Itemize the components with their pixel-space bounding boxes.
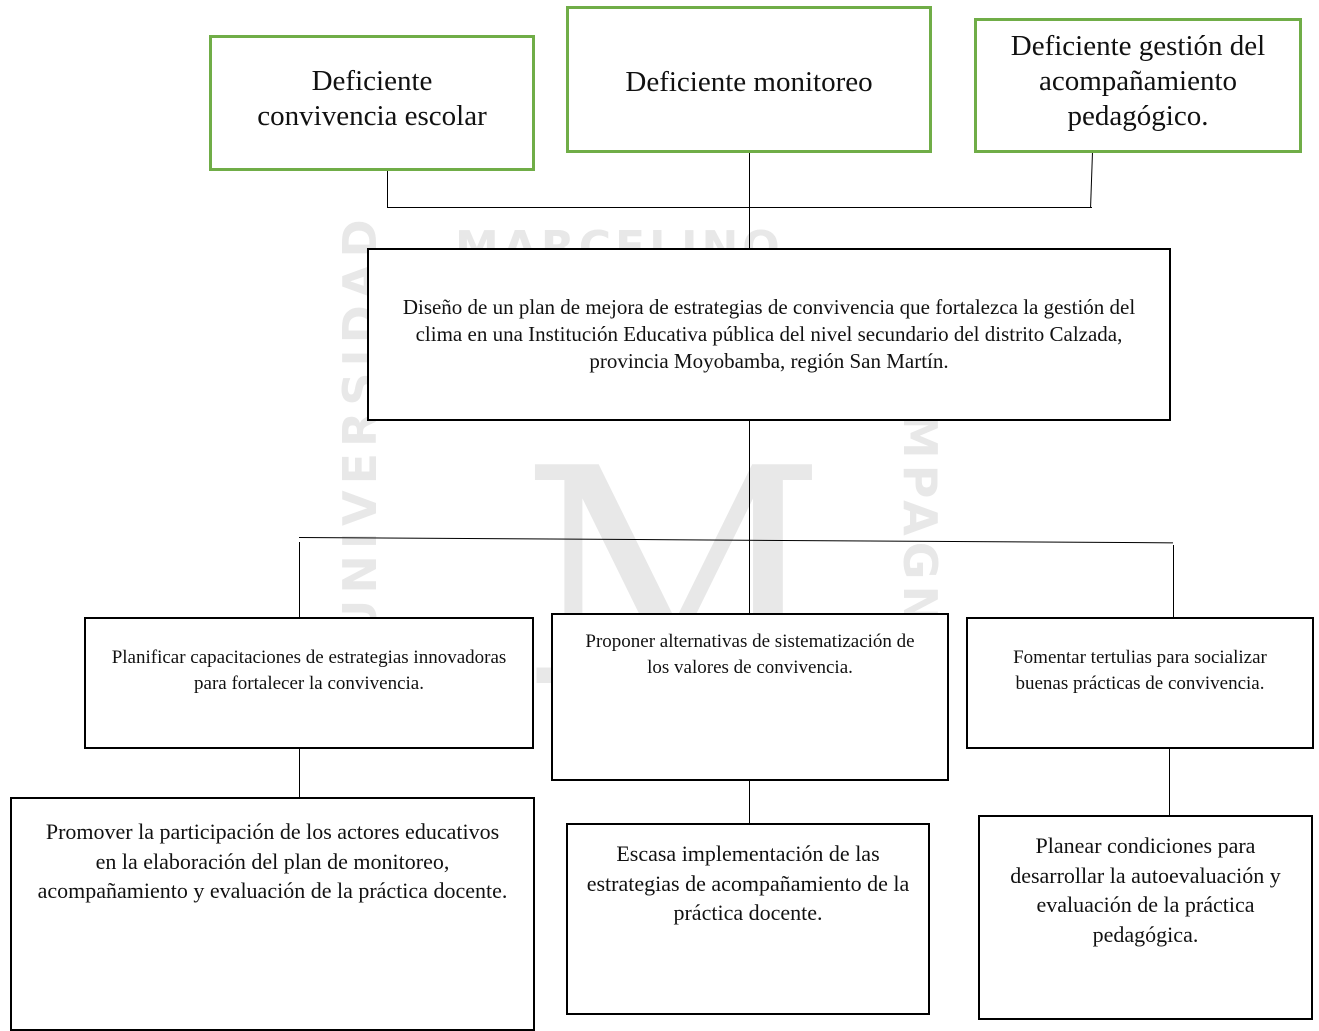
connector-central-down [749, 420, 750, 613]
effect-text: Deficiente convivencia escolar [257, 65, 487, 132]
connector-strategy2-down [749, 780, 750, 824]
cause-box-participacion: Promover la participación de los actores… [10, 797, 535, 1031]
strategy-text: Proponer alternativas de sistematización… [585, 631, 915, 678]
cause-text: Promover la participación de los actores… [37, 819, 508, 904]
connector-strategy1-down [299, 749, 300, 797]
effect-box-monitoreo: Deficiente monitoreo [566, 6, 932, 153]
strategy-text: Planificar capacitaciones de estrategias… [111, 647, 507, 694]
connector-strategy3-up [1173, 545, 1174, 617]
cause-box-autoevaluacion: Planear condiciones para desarrollar la … [978, 815, 1313, 1020]
connector-effect1-down [387, 170, 388, 208]
central-problem-box: Diseño de un plan de mejora de estrategi… [367, 248, 1171, 421]
effect-box-convivencia: Deficiente convivencia escolar [209, 35, 535, 171]
effect-text: Deficiente monitoreo [625, 66, 873, 98]
connector-strategy1-up [299, 542, 300, 617]
connector-top-horizontal [387, 207, 1092, 208]
effect-box-acompanamiento: Deficiente gestión del acompañamiento pe… [974, 18, 1302, 153]
connector-strategy3-down [1169, 748, 1170, 815]
connector-effect3-down [1090, 151, 1093, 208]
connector-effect2-down [749, 152, 750, 248]
cause-box-implementacion: Escasa implementación de las estrategias… [566, 823, 930, 1015]
cause-text: Planear condiciones para desarrollar la … [1010, 833, 1281, 948]
strategy-text: Fomentar tertulias para socializar buena… [1013, 647, 1267, 694]
strategy-box-tertulias: Fomentar tertulias para socializar buena… [966, 617, 1314, 749]
cause-text: Escasa implementación de las estrategias… [586, 841, 910, 926]
central-problem-text: Diseño de un plan de mejora de estrategi… [402, 294, 1136, 374]
strategy-box-sistematizacion: Proponer alternativas de sistematización… [551, 613, 949, 781]
strategy-box-capacitaciones: Planificar capacitaciones de estrategias… [84, 617, 534, 749]
effect-text: Deficiente gestión del acompañamiento pe… [1010, 30, 1266, 132]
